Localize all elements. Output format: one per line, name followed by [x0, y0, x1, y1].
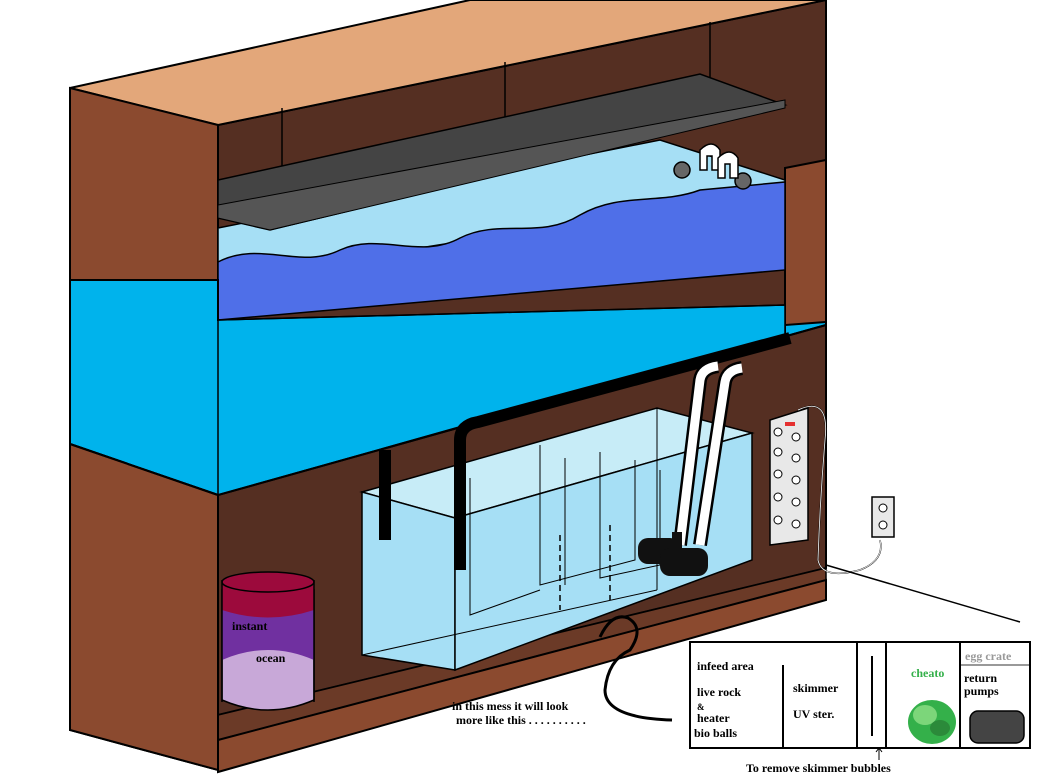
light-hood-edge — [217, 99, 786, 231]
plan-infeed: infeed area — [697, 659, 754, 673]
plan-cheato: cheato — [911, 666, 944, 680]
note-line-2: more like this . . . . . . . . . . — [456, 713, 586, 727]
plan-heater: heater — [697, 711, 730, 725]
drain-pipes — [379, 332, 792, 570]
salt-bucket — [221, 571, 315, 711]
tank-water-surface — [217, 181, 786, 321]
note-line-1: in this mess it will look — [452, 699, 569, 713]
return-lines — [673, 359, 744, 547]
salt-label-instant: instant — [232, 619, 267, 633]
floor-line — [825, 564, 1021, 623]
plan-baffle-caption: To remove skimmer bubbles — [746, 761, 891, 775]
plan-return: return — [964, 671, 997, 685]
wall-outlet-icon — [871, 496, 895, 538]
return-pump-icon — [638, 532, 708, 576]
power-strip-icon — [769, 406, 809, 546]
plan-live-rock: live rock — [697, 685, 741, 699]
overflow-fittings — [673, 143, 752, 190]
plan-amp: & — [697, 702, 705, 712]
sump-front — [361, 491, 456, 671]
plan-skimmer: skimmer — [793, 681, 839, 695]
cheato-clump-icon — [908, 700, 956, 744]
plan-uv: UV ster. — [793, 707, 834, 721]
plan-pumps: pumps — [964, 684, 999, 698]
plan-bio-balls: bio balls — [694, 726, 737, 740]
cabinet-right-post — [784, 158, 827, 337]
cabinet-lower-front — [69, 442, 219, 772]
pointer-arrow — [598, 615, 673, 722]
plan-view — [689, 641, 1031, 749]
sump-side — [454, 432, 753, 672]
arrow-up-icon — [875, 747, 883, 760]
salt-label-ocean: ocean — [256, 651, 286, 665]
plan-egg-crate: egg crate — [965, 649, 1012, 663]
plan-return-pump-icon — [969, 710, 1025, 744]
